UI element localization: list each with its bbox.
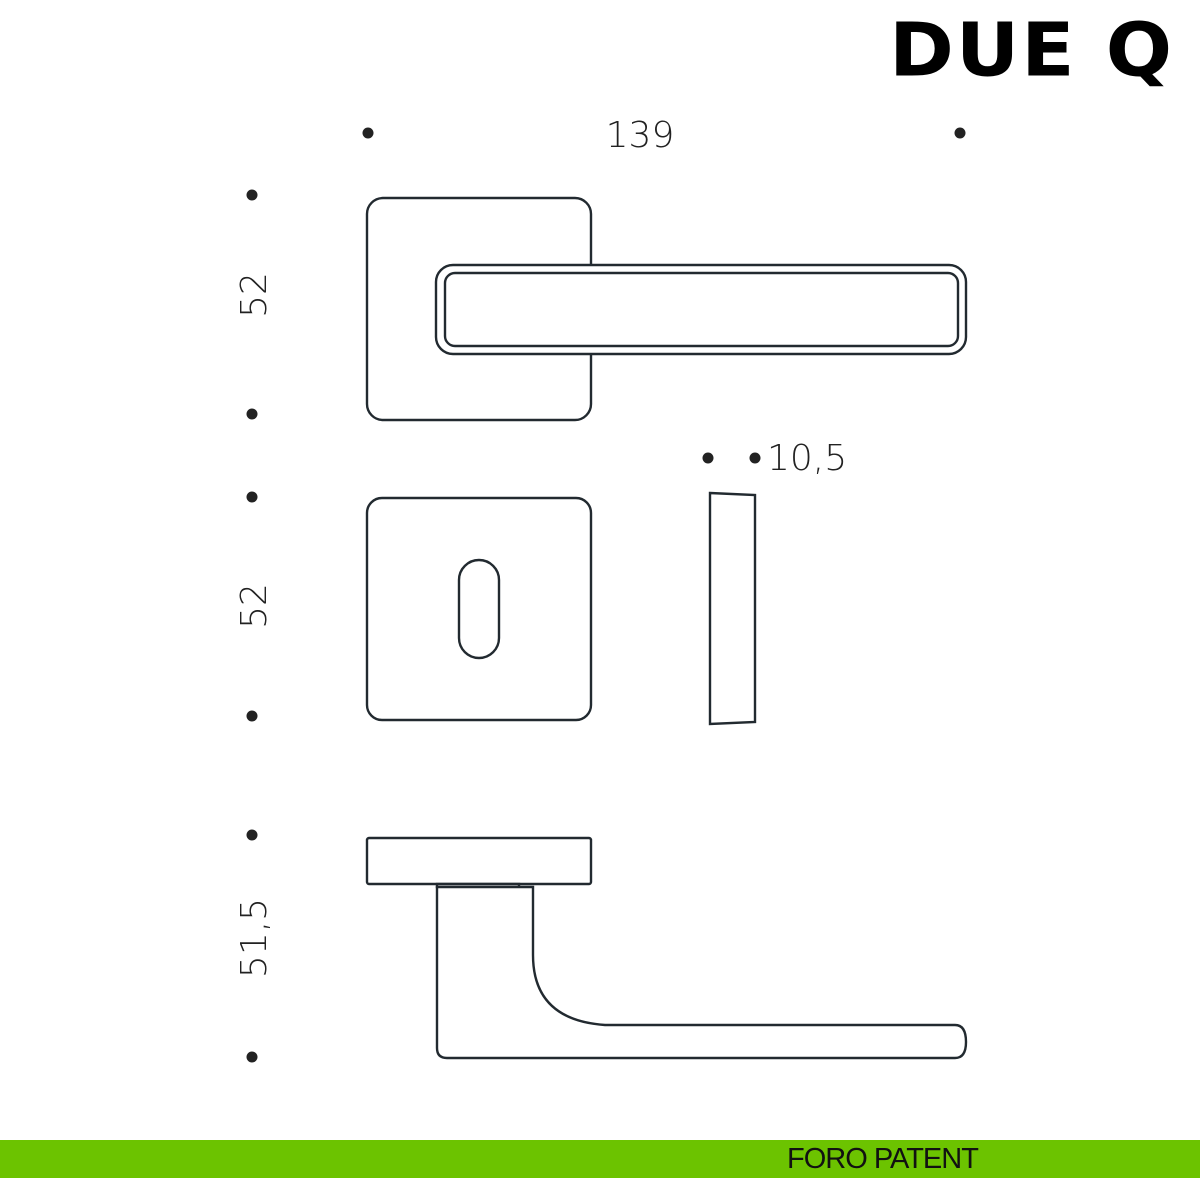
- footer-label: FORO PATENT: [787, 1143, 979, 1175]
- rose-side: [365, 836, 593, 886]
- thickness-label: 10,5: [767, 438, 847, 479]
- dimension-dot: [246, 710, 258, 722]
- projection-label: 51,5: [234, 898, 275, 978]
- dimension-dot: [702, 452, 714, 464]
- dimension-dot: [749, 452, 761, 464]
- dimension-dot: [246, 829, 258, 841]
- dimension-dot: [246, 1051, 258, 1063]
- handle-side: [435, 885, 968, 1060]
- dimension-dot: [246, 491, 258, 503]
- escutcheon-side: [708, 491, 757, 726]
- dimension-dot: [362, 127, 374, 139]
- dimension-dot: [954, 127, 966, 139]
- handle-front-inner: [443, 271, 960, 348]
- footer-bar: FORO PATENT: [0, 1140, 1200, 1178]
- width-dimension-label: 139: [606, 115, 675, 156]
- keyhole: [457, 558, 501, 660]
- rose-height-label: 52: [234, 272, 275, 318]
- escutcheon-height-label: 52: [234, 583, 275, 629]
- product-title: DUE Q: [889, 8, 1174, 94]
- dimension-dot: [246, 408, 258, 420]
- dimension-dot: [246, 189, 258, 201]
